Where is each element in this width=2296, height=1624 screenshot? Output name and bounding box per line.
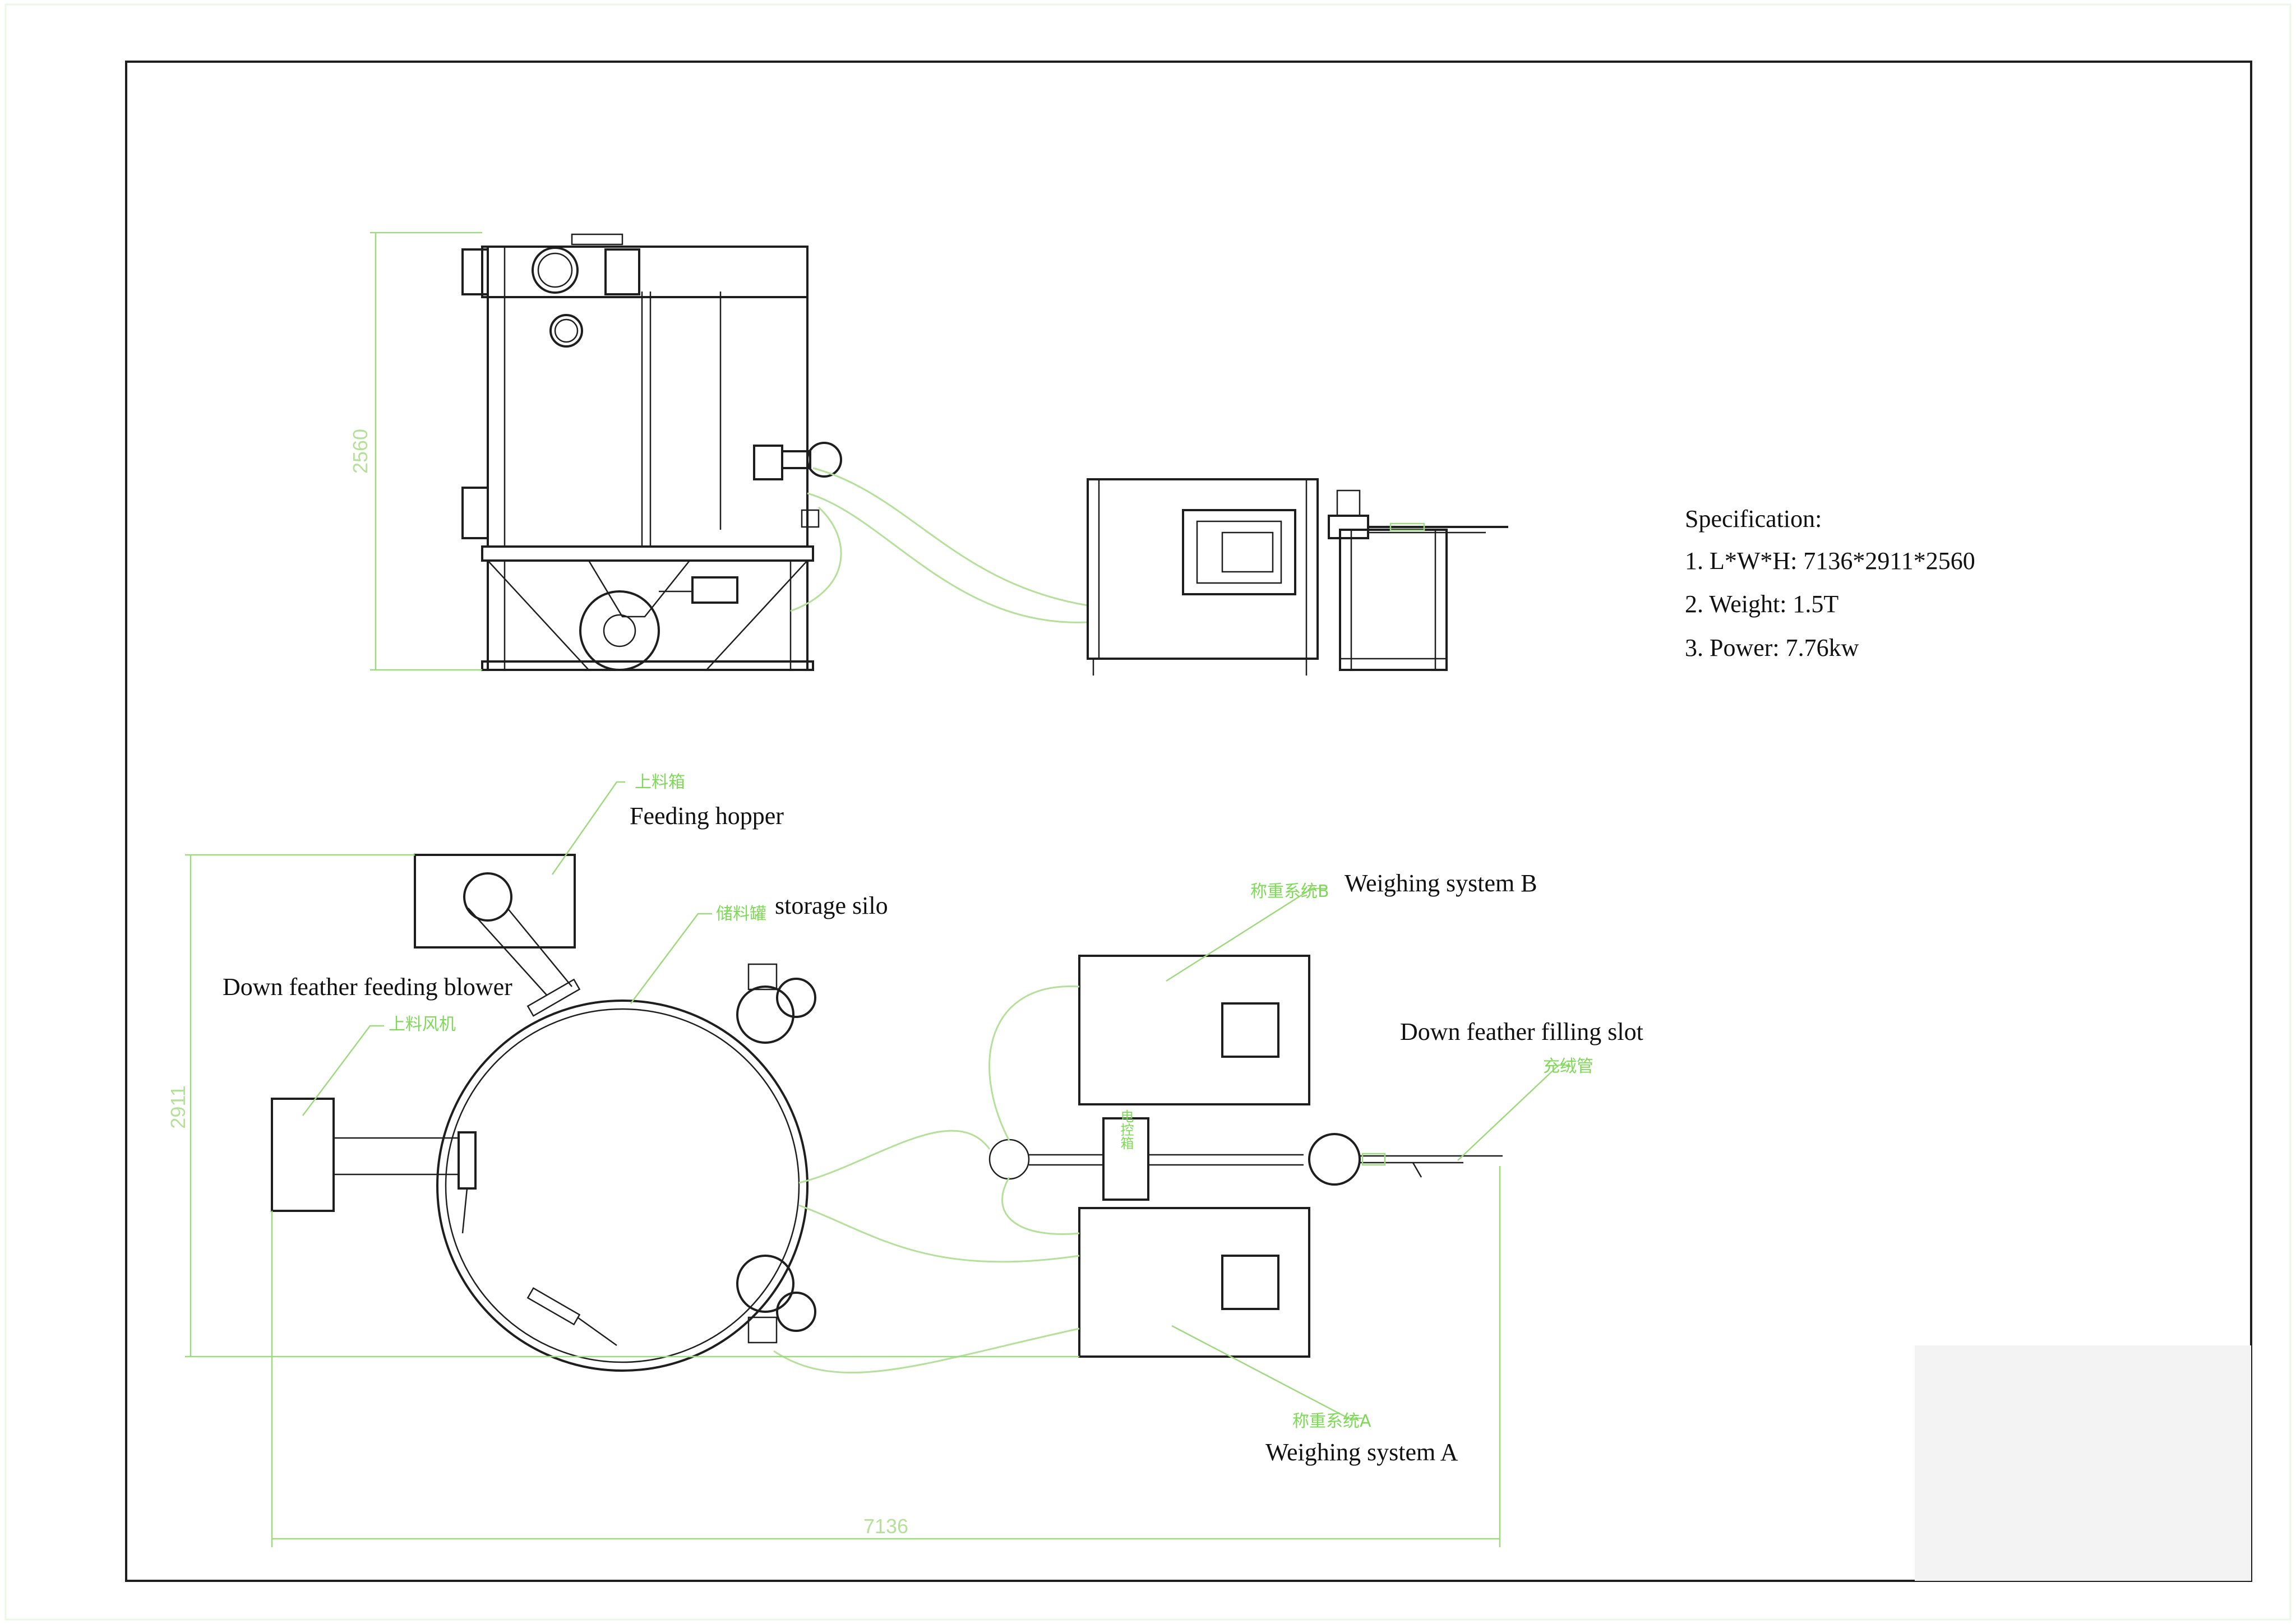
length-dimension-label: 7136 xyxy=(863,1515,908,1538)
outer-border xyxy=(4,3,2292,1621)
width-dimension-label: 2911 xyxy=(167,1085,190,1128)
storage-silo-label: storage silo xyxy=(775,892,888,919)
height-dimension: 2560 xyxy=(349,232,482,671)
feeding-hopper-label: Feeding hopper xyxy=(630,802,784,830)
filling-pipe-cn-label: 充绒管 xyxy=(1543,1057,1593,1076)
weighing-a-label: Weighing system A xyxy=(1265,1438,1458,1466)
spec-item-dimensions: 1. L*W*H: 7136*2911*2560 xyxy=(1685,547,1975,575)
specification-title: Specification: xyxy=(1685,505,1822,533)
plan-view xyxy=(271,854,1503,1373)
weighing-a-cn-label: 称重系统A xyxy=(1292,1412,1371,1431)
filling-slot-label: Down feather filling slot xyxy=(1400,1018,1643,1045)
spec-item-power: 3. Power: 7.76kw xyxy=(1685,634,1859,661)
spec-item-weight: 2. Weight: 1.5T xyxy=(1685,590,1838,618)
watermark-patch xyxy=(1915,1345,2251,1581)
weighing-b-label: Weighing system B xyxy=(1345,869,1537,897)
storage-silo-cn-label: 储料罐 xyxy=(716,904,766,924)
length-dimension: 7136 xyxy=(271,1166,1501,1547)
feeding-blower-label: Down feather feeding blower xyxy=(223,973,512,1001)
specification-block: Specification: 1. L*W*H: 7136*2911*2560 … xyxy=(1685,505,1975,661)
feeding-blower-cn-label: 上料风机 xyxy=(389,1015,456,1034)
width-dimension: 2911 xyxy=(167,854,1079,1358)
drawing-frame xyxy=(125,61,2252,1582)
leader-lines xyxy=(302,781,1570,1419)
height-dimension-label: 2560 xyxy=(349,429,372,474)
elevation-view xyxy=(461,233,1508,675)
control-box-cn-label: 电控箱 xyxy=(1118,1109,1134,1150)
feeding-hopper-cn-label: 上料箱 xyxy=(635,772,685,792)
weighing-b-cn-label: 称重系统B xyxy=(1250,882,1329,901)
